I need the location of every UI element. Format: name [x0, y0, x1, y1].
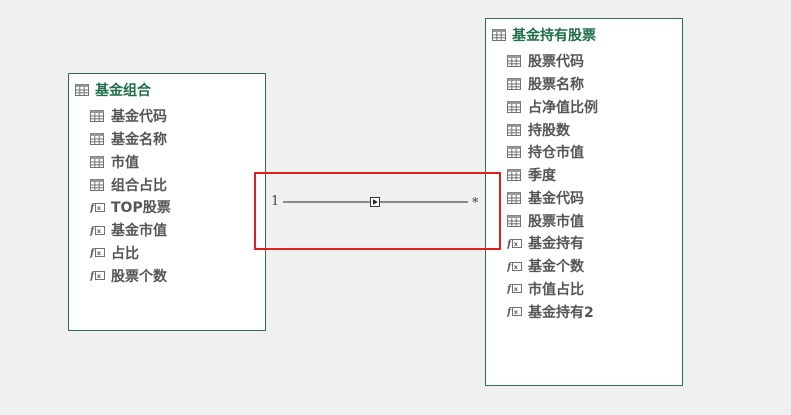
table-title: 基金持有股票	[512, 28, 596, 44]
column-icon	[507, 100, 521, 113]
column-icon	[90, 110, 104, 123]
field-item[interactable]: 市值	[90, 151, 171, 174]
field-label: 基金个数	[528, 259, 584, 276]
column-icon	[507, 214, 521, 227]
field-label: 组合占比	[111, 177, 167, 194]
field-label: 持仓市值	[528, 145, 584, 162]
field-label: 股票名称	[528, 77, 584, 94]
column-icon	[507, 55, 521, 68]
svg-text:x: x	[97, 272, 102, 280]
field-label: 占净值比例	[528, 99, 598, 116]
column-icon	[507, 169, 521, 182]
field-label: 基金名称	[111, 132, 167, 149]
field-item[interactable]: 持仓市值	[507, 141, 598, 164]
svg-text:f: f	[507, 307, 513, 318]
svg-text:x: x	[97, 227, 102, 235]
field-item[interactable]: 基金代码	[507, 187, 598, 210]
field-label: 市值占比	[528, 281, 584, 298]
field-label: 股票代码	[528, 54, 584, 71]
field-item[interactable]: 股票名称	[507, 73, 598, 96]
svg-text:x: x	[514, 308, 519, 316]
table-card-fund-holdings[interactable]: 基金持有股票 股票代码 股票名称 占净值比例 持股数 持仓市值 季度 基金代	[485, 18, 683, 386]
table-icon	[75, 84, 89, 96]
field-label: 持股数	[528, 122, 570, 139]
relationship-highlight-box	[254, 172, 501, 250]
field-item[interactable]: 持股数	[507, 118, 598, 141]
field-label: 股票市值	[528, 213, 584, 230]
field-item[interactable]: 基金名称	[90, 128, 171, 151]
field-label: 市值	[111, 154, 139, 171]
field-label: 基金代码	[528, 190, 584, 207]
field-label: 占比	[111, 245, 139, 262]
field-item[interactable]: 季度	[507, 164, 598, 187]
field-item[interactable]: 占净值比例	[507, 96, 598, 119]
column-icon	[507, 123, 521, 136]
field-label: 股票个数	[111, 268, 167, 285]
field-item[interactable]: 基金代码	[90, 105, 171, 128]
table-icon	[492, 29, 506, 41]
svg-text:f: f	[507, 284, 513, 295]
field-label: 基金持有	[528, 236, 584, 253]
table-title: 基金组合	[95, 83, 151, 99]
column-icon	[507, 146, 521, 159]
field-label: 基金市值	[111, 223, 167, 240]
svg-text:x: x	[97, 204, 102, 212]
cardinality-many-label: *	[472, 196, 479, 211]
field-label: 基金持有2	[528, 304, 594, 321]
column-icon	[90, 155, 104, 168]
field-label: 基金代码	[111, 109, 167, 126]
column-icon	[90, 133, 104, 146]
field-item[interactable]: 股票市值	[507, 209, 598, 232]
table-header[interactable]: 基金组合	[75, 80, 151, 100]
svg-text:f: f	[507, 239, 513, 250]
svg-text:f: f	[90, 248, 96, 259]
cardinality-one-label: 1	[271, 194, 280, 209]
svg-text:f: f	[90, 203, 96, 214]
svg-text:x: x	[514, 240, 519, 248]
filter-direction-arrow-icon[interactable]	[370, 197, 380, 207]
field-item[interactable]: 股票代码	[507, 50, 598, 73]
field-label: 季度	[528, 168, 556, 185]
svg-text:x: x	[97, 250, 102, 258]
column-icon	[507, 78, 521, 91]
svg-text:f: f	[90, 226, 96, 237]
column-icon	[90, 178, 104, 191]
svg-text:x: x	[514, 263, 519, 271]
svg-text:x: x	[514, 286, 519, 294]
field-label: TOP股票	[111, 200, 171, 217]
svg-text:f: f	[90, 271, 96, 282]
field-item[interactable]: 组合占比	[90, 173, 171, 196]
column-icon	[507, 191, 521, 204]
svg-text:f: f	[507, 262, 513, 273]
table-header[interactable]: 基金持有股票	[492, 25, 596, 45]
